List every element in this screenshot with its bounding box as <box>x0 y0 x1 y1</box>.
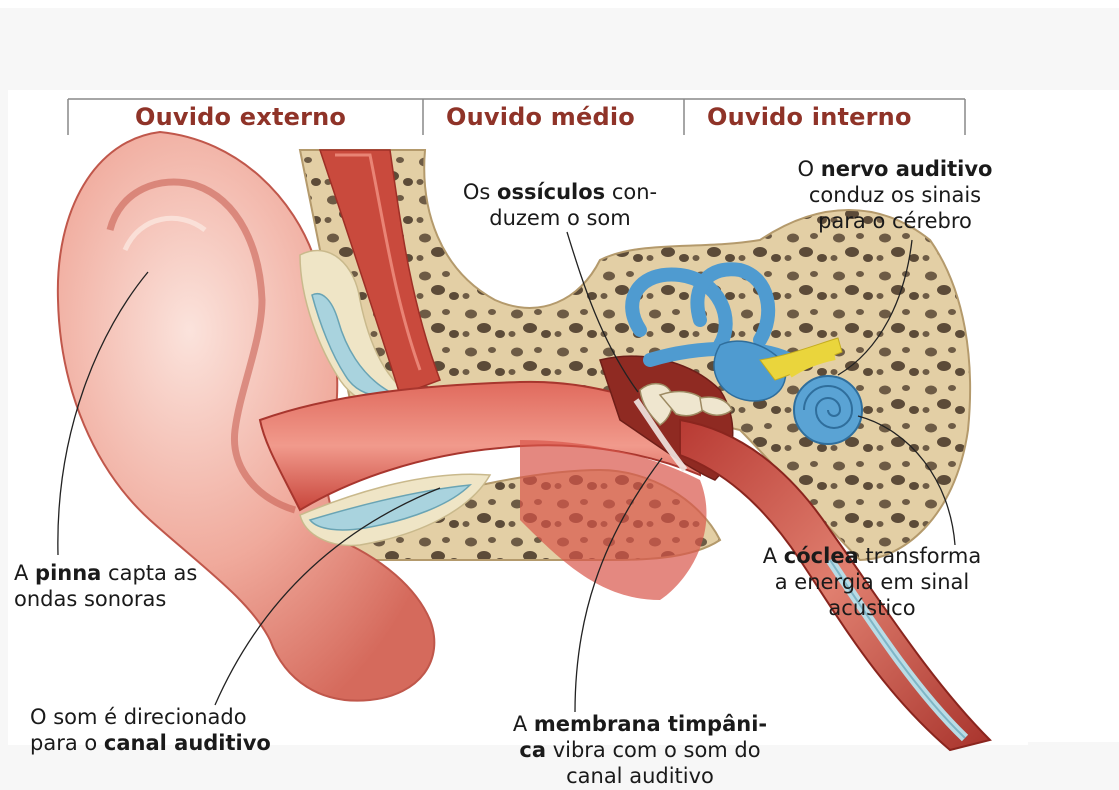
cochlea <box>794 376 862 444</box>
label-ossicles: Os ossículos con- duzem o som <box>430 179 690 231</box>
label-canal: O som é direcionado para o canal auditiv… <box>30 704 271 756</box>
section-middle-ear: Ouvido médio <box>446 103 635 131</box>
section-outer-ear: Ouvido externo <box>135 103 346 131</box>
label-nerve: O nervo auditivo conduz os sinais para o… <box>760 156 1030 234</box>
label-tympanic: A membrana timpâni- ca vibra com o som d… <box>470 711 810 789</box>
section-inner-ear: Ouvido interno <box>707 103 912 131</box>
label-pinna: A pinna capta as ondas sonoras <box>14 560 197 612</box>
label-cochlea: A cóclea transforma a energia em sinal a… <box>722 543 1022 621</box>
